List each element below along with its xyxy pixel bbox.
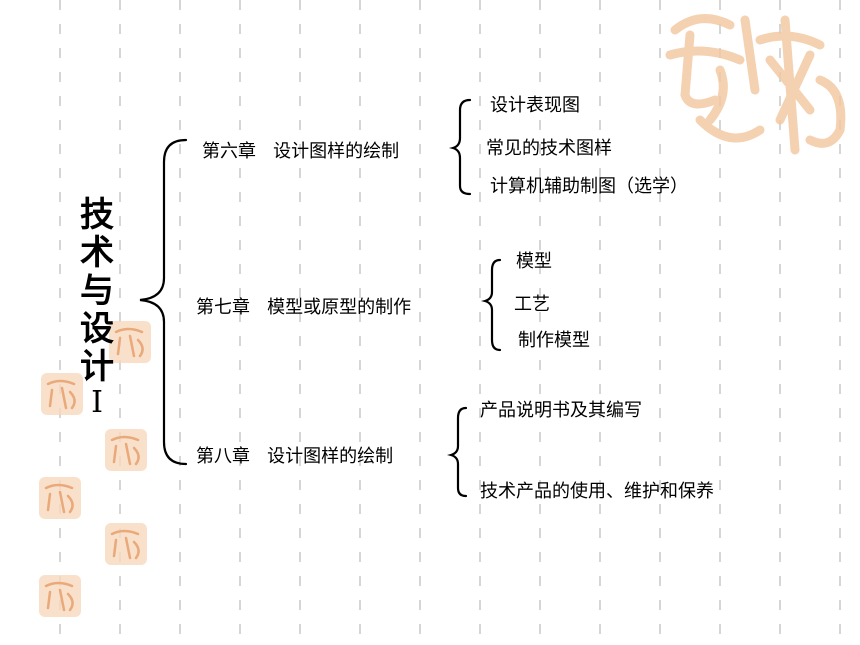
chapter-7-item-3: 制作模型 — [518, 330, 590, 351]
large-seal-decoration — [665, 14, 846, 155]
small-seal-4 — [39, 477, 81, 519]
chapter-6-item-1: 设计表现图 — [490, 95, 580, 116]
chapter-7-brace — [481, 258, 502, 352]
chapter-7-label: 第七章 模型或原型的制作 — [196, 297, 412, 318]
title-numeral: Ⅰ — [91, 385, 103, 420]
chapter-8-item-1: 产品说明书及其编写 — [480, 400, 642, 421]
chapter-6-brace — [449, 98, 472, 196]
title-char-1: 技 — [80, 195, 114, 235]
title-char-2: 术 — [80, 233, 114, 273]
chapter-7-item-1: 模型 — [516, 251, 552, 272]
chapter-8-item-2: 技术产品的使用、维护和保养 — [480, 481, 714, 502]
chapter-6-label: 第六章 设计图样的绘制 — [202, 141, 400, 162]
title-char-3: 与 — [80, 271, 114, 311]
title-char-4: 设 — [80, 309, 114, 349]
chapter-7-item-2: 工艺 — [514, 294, 550, 315]
small-seal-1 — [109, 321, 151, 363]
main-brace — [139, 138, 188, 466]
title-char-5: 计 — [80, 347, 114, 387]
chapter-6-item-2: 常见的技术图样 — [486, 138, 612, 159]
small-seal-3 — [105, 429, 147, 471]
chapter-8-label: 第八章 设计图样的绘制 — [196, 446, 394, 467]
small-seal-2 — [41, 373, 83, 415]
chapter-8-brace — [447, 406, 468, 498]
chapter-6-item-3: 计算机辅助制图（选学） — [490, 176, 688, 197]
small-seal-5 — [105, 523, 147, 565]
vertical-title: 技 术 与 设 计 Ⅰ — [74, 196, 120, 420]
small-seal-6 — [39, 575, 81, 617]
